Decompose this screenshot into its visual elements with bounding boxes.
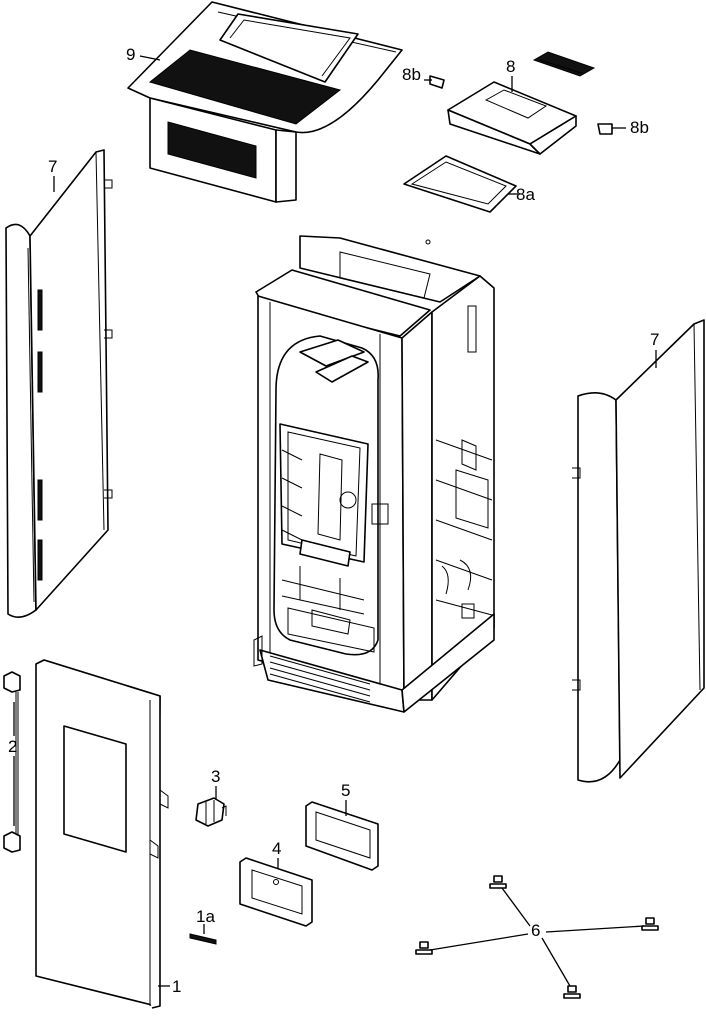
foot-1 xyxy=(489,875,507,889)
label-5-text: 5 xyxy=(341,781,350,800)
foot-3 xyxy=(415,941,433,955)
label-9-text: 9 xyxy=(126,45,135,64)
label-8b-left-text: 8b xyxy=(402,65,421,84)
label-3-text: 3 xyxy=(211,767,220,786)
label-1: 1 xyxy=(158,977,181,996)
stove-feet xyxy=(415,875,659,999)
foot-2 xyxy=(641,917,659,931)
control-board-pcb xyxy=(532,51,596,77)
label-8: 8 xyxy=(506,57,515,92)
door-hinges xyxy=(3,671,21,853)
top-grille xyxy=(148,49,342,125)
foot-4 xyxy=(563,985,581,999)
door-handle xyxy=(189,924,217,945)
right-side-panel xyxy=(572,319,705,783)
label-8-text: 8 xyxy=(506,57,515,76)
stove-door xyxy=(35,659,169,1009)
label-7-left: 7 xyxy=(48,157,57,192)
label-4-text: 4 xyxy=(272,839,281,858)
left-side-panel xyxy=(5,149,113,618)
label-2-text: 2 xyxy=(8,737,17,756)
door-latch xyxy=(195,786,227,827)
label-1a-text: 1a xyxy=(196,907,215,926)
control-board xyxy=(447,81,577,155)
label-7-right-text: 7 xyxy=(650,330,659,349)
screw-8b-right xyxy=(597,123,626,135)
label-9: 9 xyxy=(126,45,161,64)
control-board-gasket xyxy=(403,155,518,213)
screw-8b-left xyxy=(424,75,445,89)
inspection-cover-small xyxy=(239,857,313,927)
label-1-text: 1 xyxy=(172,977,181,996)
label-8a-text: 8a xyxy=(516,185,535,204)
stove-body xyxy=(253,235,495,713)
label-7-right: 7 xyxy=(650,330,659,368)
inspection-cover-large xyxy=(305,800,379,871)
label-6-text: 6 xyxy=(531,921,540,940)
label-8b-right-text: 8b xyxy=(630,118,649,137)
label-7-left-text: 7 xyxy=(48,157,57,176)
top-cover xyxy=(127,1,403,203)
